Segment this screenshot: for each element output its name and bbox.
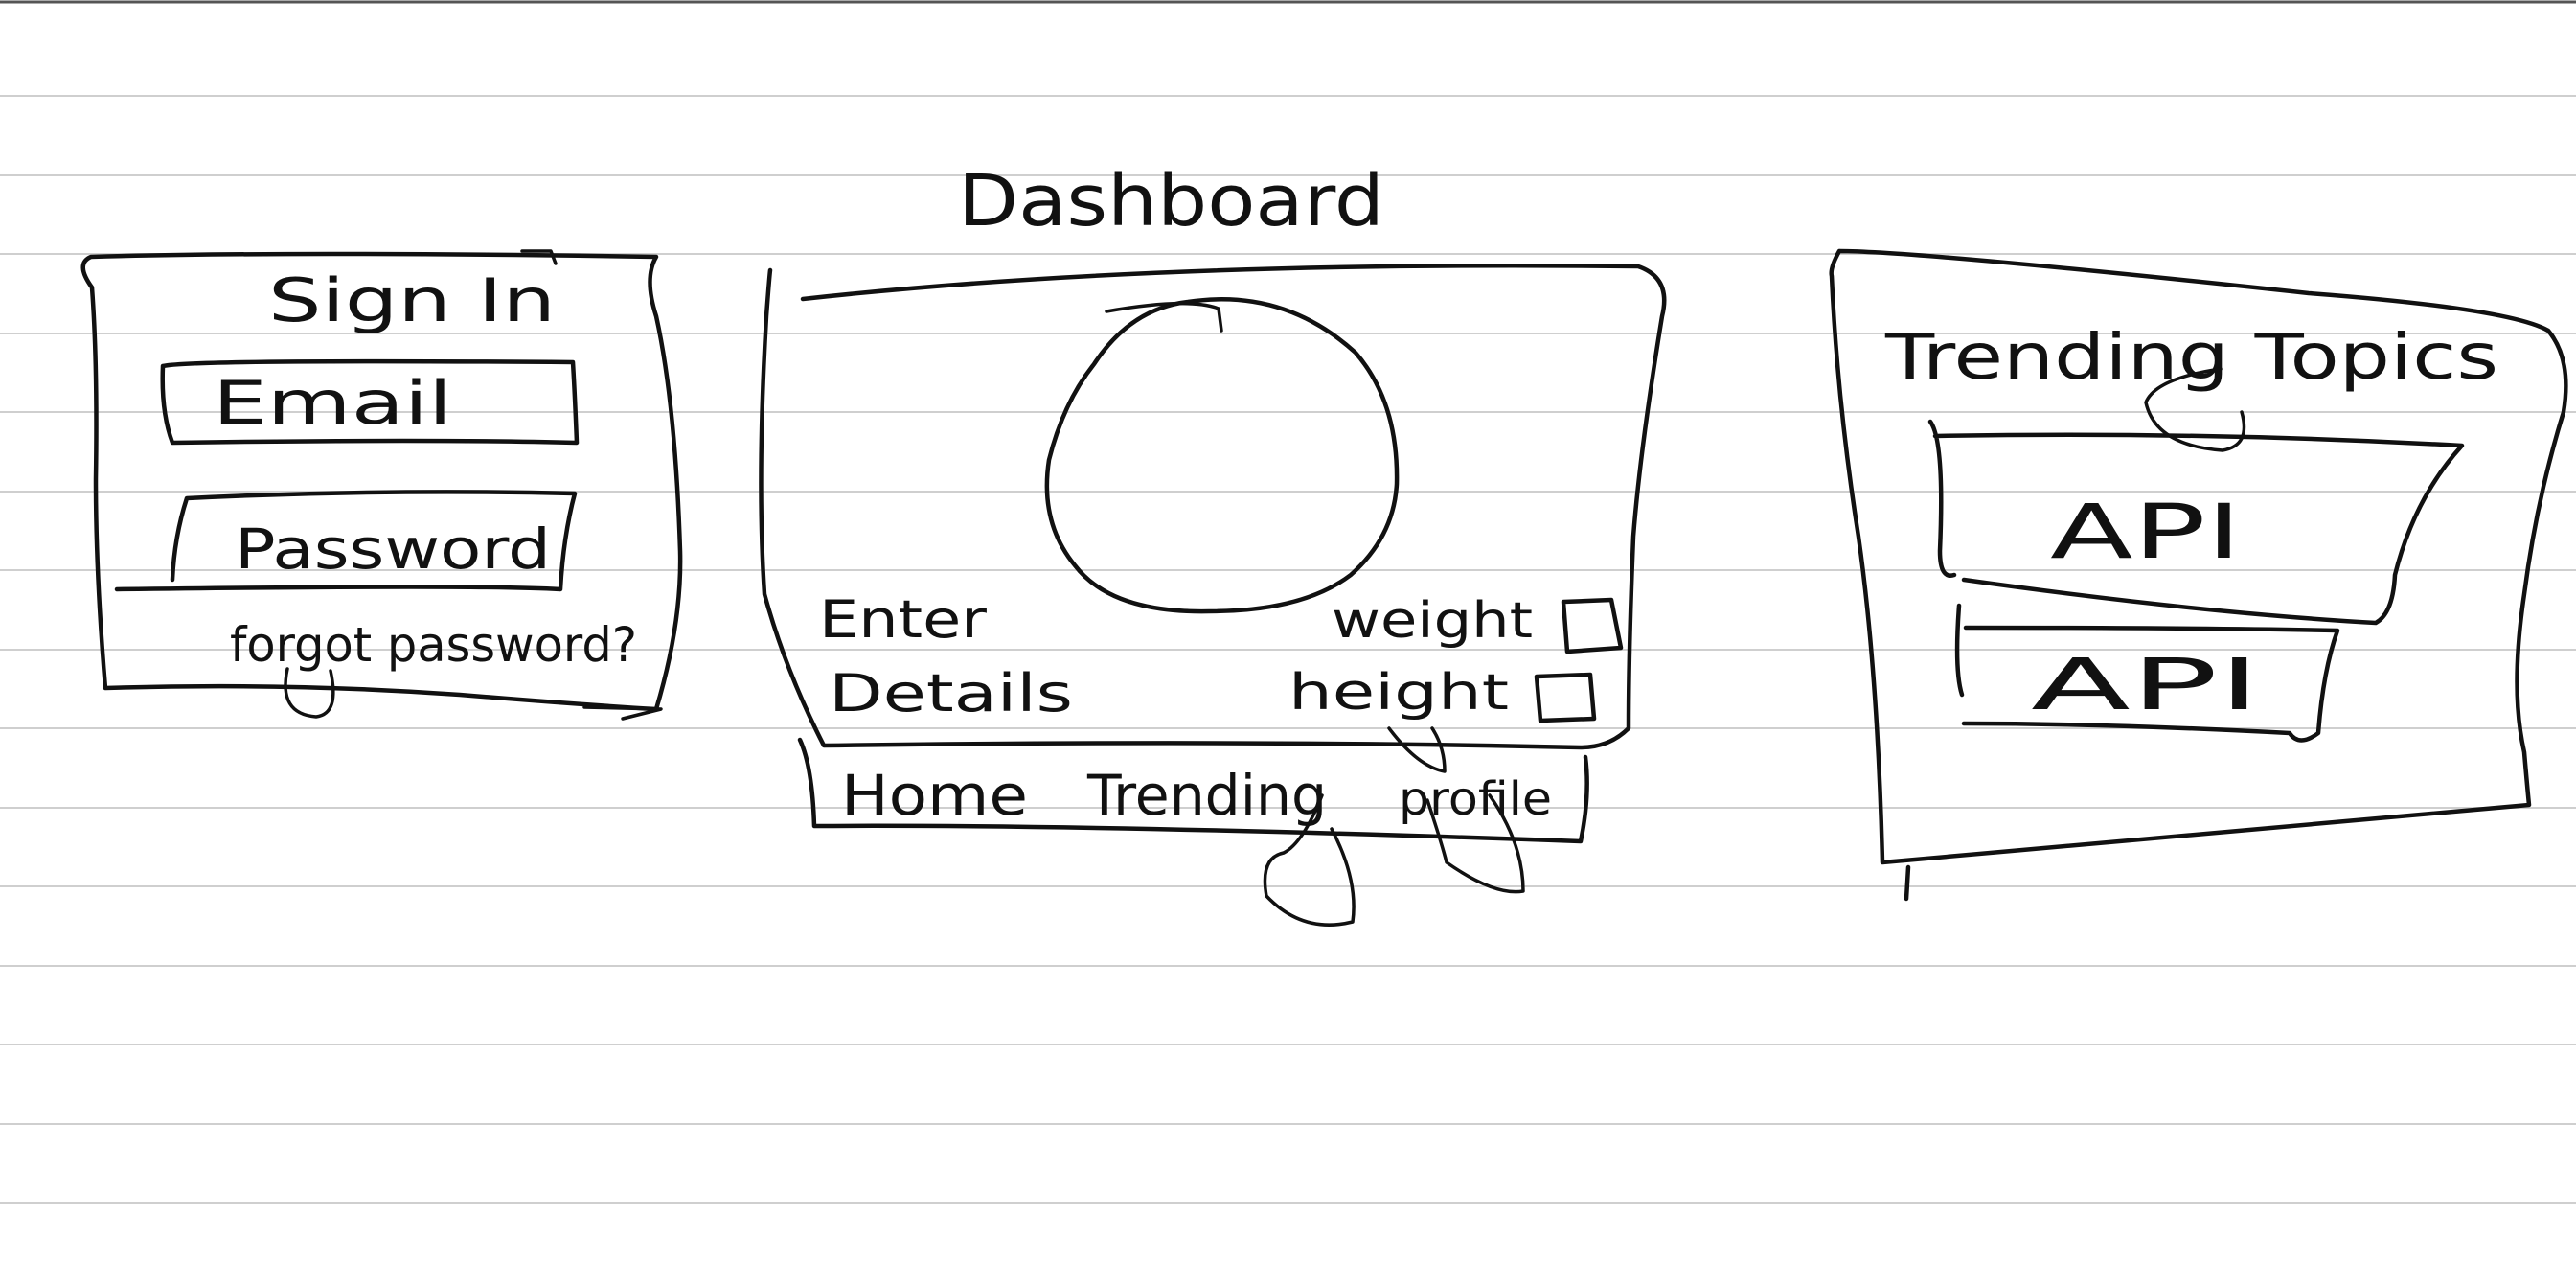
email-field-label: Email bbox=[213, 368, 452, 438]
topic-item[interactable]: API bbox=[1927, 419, 2465, 626]
topic-item-box[interactable] bbox=[1927, 419, 2465, 626]
topic-item-box[interactable] bbox=[1954, 603, 2340, 743]
details-label: Details bbox=[829, 663, 1073, 723]
password-field-label: Password bbox=[235, 516, 551, 582]
dashboard-frame-border bbox=[759, 263, 1667, 750]
height-checkbox[interactable] bbox=[1534, 672, 1597, 723]
height-label-scribble bbox=[1387, 726, 1447, 773]
bottom-nav-bar-border bbox=[797, 737, 1589, 844]
sign-in-frame-border bbox=[80, 251, 683, 712]
sign-in-title: Sign In bbox=[268, 265, 556, 335]
nav-home[interactable]: Home bbox=[841, 763, 1028, 828]
weight-checkbox[interactable] bbox=[1561, 597, 1624, 654]
trending-topics-frame: Trending Topics API API bbox=[1829, 248, 2568, 902]
nav-profile[interactable]: profile bbox=[1387, 726, 1552, 894]
enter-label: Enter bbox=[819, 589, 988, 650]
trending-frame-border bbox=[1829, 248, 2568, 902]
topic-item[interactable]: API bbox=[1954, 603, 2340, 743]
forgot-link-scribble bbox=[284, 667, 335, 719]
email-field-box[interactable] bbox=[160, 358, 580, 446]
nav-profile-scribble bbox=[1425, 793, 1525, 894]
nav-home-label[interactable]: Home bbox=[841, 763, 1028, 828]
password-field-box[interactable] bbox=[114, 490, 578, 592]
avatar-tick bbox=[1105, 301, 1223, 333]
dashboard-heading: Dashboard bbox=[958, 160, 1384, 242]
nav-trending-label[interactable]: Trending bbox=[1086, 763, 1327, 828]
avatar-placeholder bbox=[1044, 297, 1400, 614]
height-label: height bbox=[1288, 664, 1509, 722]
password-field[interactable]: Password bbox=[114, 490, 578, 592]
bottom-nav-bar: Home Trending profile bbox=[797, 726, 1589, 927]
nav-trending-scribble bbox=[1263, 793, 1356, 927]
trending-title: Trending Topics bbox=[1884, 320, 2498, 394]
forgot-password-label[interactable]: forgot password? bbox=[230, 617, 637, 673]
weight-input[interactable]: weight bbox=[1332, 592, 1624, 654]
nav-trending[interactable]: Trending bbox=[1086, 763, 1356, 927]
email-field[interactable]: Email bbox=[160, 358, 580, 446]
nav-profile-label[interactable]: profile bbox=[1399, 772, 1552, 826]
dashboard-frame: Enter Details weight height bbox=[759, 263, 1667, 750]
topic-item-label: API bbox=[2050, 490, 2242, 576]
height-input[interactable]: height bbox=[1288, 664, 1597, 723]
sign-in-frame-flourish bbox=[520, 249, 663, 721]
sign-in-frame: Sign In Email Password forgot password? bbox=[80, 249, 683, 721]
forgot-password-link[interactable]: forgot password? bbox=[230, 617, 637, 719]
topic-item-label: API bbox=[2031, 644, 2261, 726]
weight-label: weight bbox=[1332, 592, 1533, 650]
trending-title-loop bbox=[2144, 367, 2246, 452]
